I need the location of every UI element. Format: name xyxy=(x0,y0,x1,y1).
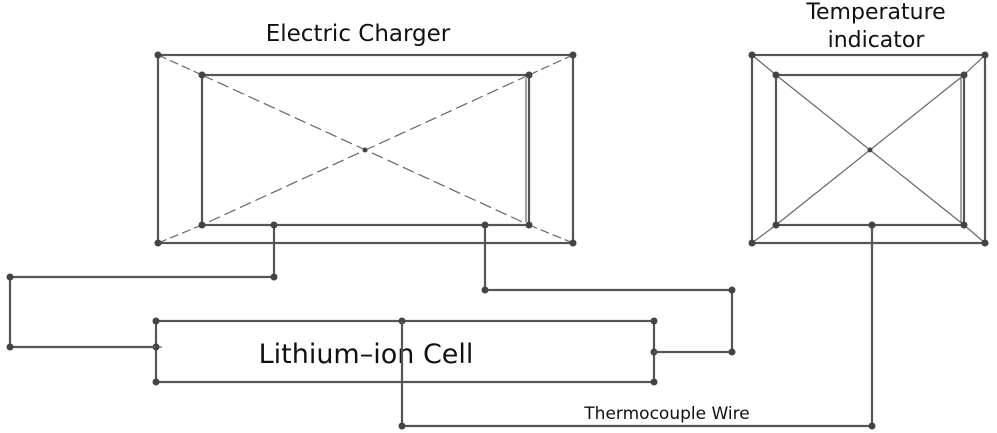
charger-corner-link xyxy=(157,224,203,244)
cell-label: Lithium–ion Cell xyxy=(259,339,474,370)
thermocouple-wire-label: Thermocouple Wire xyxy=(583,404,749,424)
wire-nodes xyxy=(6,221,876,430)
electric-charger: Electric Charger xyxy=(154,21,577,247)
charger-outer-frame xyxy=(156,53,575,245)
indicator-label-line1: Temperature xyxy=(805,0,945,25)
charger-corner-link xyxy=(528,54,574,76)
charger-label: Electric Charger xyxy=(266,21,451,47)
indicator-outer-frame xyxy=(750,53,987,245)
charger-inner-frame xyxy=(200,73,531,227)
indicator-nodes xyxy=(748,51,989,247)
indicator-corner-link xyxy=(963,224,986,244)
charger-nodes xyxy=(154,51,577,247)
wiring: Thermocouple Wire xyxy=(6,221,876,430)
temperature-indicator: Temperature indicator xyxy=(748,0,989,247)
thermocouple-wire-line xyxy=(400,225,874,428)
indicator-corner-link xyxy=(751,224,777,244)
lithium-ion-cell: Lithium–ion Cell xyxy=(152,317,658,386)
charger-corner-link xyxy=(157,54,203,76)
indicator-corner-link xyxy=(963,54,986,76)
charger-corner-link xyxy=(528,224,574,244)
indicator-label-line2: indicator xyxy=(828,28,926,53)
indicator-corner-link xyxy=(751,54,777,76)
